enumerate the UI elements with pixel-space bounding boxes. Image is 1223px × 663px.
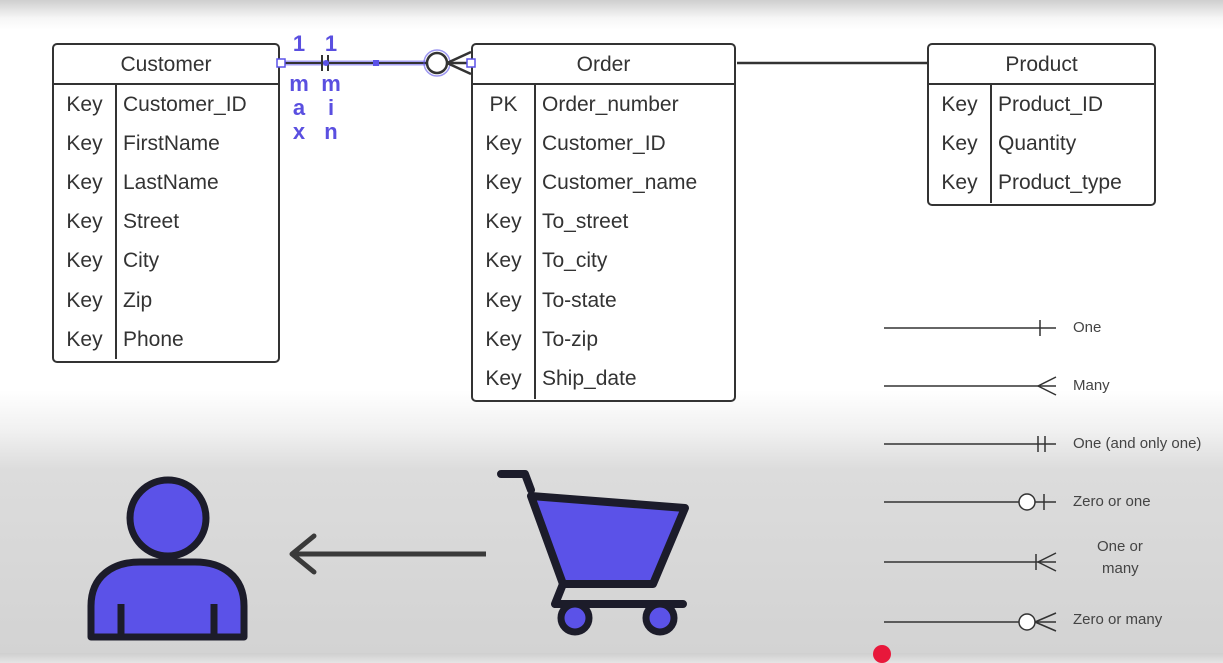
attribute-name: To-zip bbox=[542, 327, 599, 351]
key-label: Key bbox=[473, 359, 536, 399]
attribute-name: Customer_name bbox=[542, 170, 698, 194]
attribute-name: To_city bbox=[542, 249, 608, 273]
legend-label-zero-or-many: Zero or many bbox=[1073, 611, 1163, 628]
entity-title: Product bbox=[929, 45, 1154, 85]
one-icon bbox=[884, 320, 1056, 336]
max-letter: x bbox=[292, 119, 306, 144]
max-letter: m bbox=[289, 71, 309, 96]
zero-or-one-icon bbox=[884, 493, 1056, 511]
key-label: Key bbox=[473, 163, 536, 203]
legend-label-many: Many bbox=[1073, 377, 1110, 394]
min-letter: n bbox=[324, 119, 338, 144]
max-letter: a bbox=[292, 95, 306, 120]
legend-label-one-and-only-one: One (and only one) bbox=[1073, 435, 1202, 452]
legend-label-one-or-many-line1: One or bbox=[1097, 538, 1143, 555]
entity-title: Customer bbox=[54, 45, 278, 85]
key-label: Key bbox=[473, 320, 536, 360]
key-label: Key bbox=[929, 85, 992, 125]
attribute-name: Product_type bbox=[998, 170, 1122, 194]
attribute-name: Customer_ID bbox=[542, 131, 666, 155]
attribute-name: Product_ID bbox=[998, 92, 1104, 116]
person-icon bbox=[87, 476, 248, 641]
key-label: Key bbox=[929, 124, 992, 164]
attribute-name: Zip bbox=[123, 288, 153, 312]
max-number-label: 1 bbox=[292, 31, 306, 56]
key-label: Key bbox=[473, 280, 536, 321]
key-label: Key bbox=[54, 85, 117, 125]
legend-label-zero-or-one: Zero or one bbox=[1073, 493, 1151, 510]
attribute-name: Phone bbox=[123, 327, 184, 351]
key-label: Key bbox=[54, 241, 117, 281]
zero-or-many-icon bbox=[884, 612, 1057, 632]
key-label: PK bbox=[473, 85, 536, 125]
legend-symbols bbox=[884, 320, 1057, 632]
many-icon bbox=[884, 376, 1057, 396]
attribute-name: Street bbox=[123, 210, 180, 234]
selection-handle[interactable] bbox=[276, 58, 286, 68]
selection-handle[interactable] bbox=[373, 60, 379, 66]
arrow-left-icon bbox=[289, 533, 486, 575]
cursor-dot bbox=[873, 645, 891, 663]
key-label: Key bbox=[473, 124, 536, 164]
key-label: Key bbox=[473, 202, 536, 242]
shopping-cart-icon bbox=[497, 470, 689, 636]
key-label: Key bbox=[54, 320, 117, 360]
min-number-label: 1 bbox=[324, 31, 338, 56]
key-label: Key bbox=[929, 163, 992, 203]
attribute-name: Ship_date bbox=[542, 366, 637, 390]
legend-label-one-or-many-line2: many bbox=[1102, 560, 1139, 577]
min-letter: i bbox=[327, 95, 335, 120]
attribute-name: City bbox=[123, 249, 160, 273]
min-letter: m bbox=[321, 71, 341, 96]
attribute-name: Quantity bbox=[998, 131, 1077, 155]
one-or-many-icon bbox=[884, 552, 1057, 572]
one-and-only-one-icon bbox=[884, 436, 1056, 452]
attribute-name: FirstName bbox=[123, 131, 220, 155]
attribute-name: To-state bbox=[542, 288, 617, 312]
key-label: Key bbox=[54, 202, 117, 242]
key-label: Key bbox=[54, 124, 117, 164]
attribute-name: Customer_ID bbox=[123, 92, 247, 116]
key-label: Key bbox=[54, 280, 117, 321]
attribute-name: LastName bbox=[123, 170, 219, 194]
selection-handle[interactable] bbox=[466, 58, 476, 68]
legend-label-one: One bbox=[1073, 319, 1102, 336]
key-label: Key bbox=[54, 163, 117, 203]
entity-title: Order bbox=[473, 45, 734, 85]
attribute-name: Order_number bbox=[542, 92, 679, 116]
attribute-name: To_street bbox=[542, 210, 629, 234]
customer-order-connector[interactable] bbox=[276, 49, 476, 77]
key-label: Key bbox=[473, 241, 536, 281]
